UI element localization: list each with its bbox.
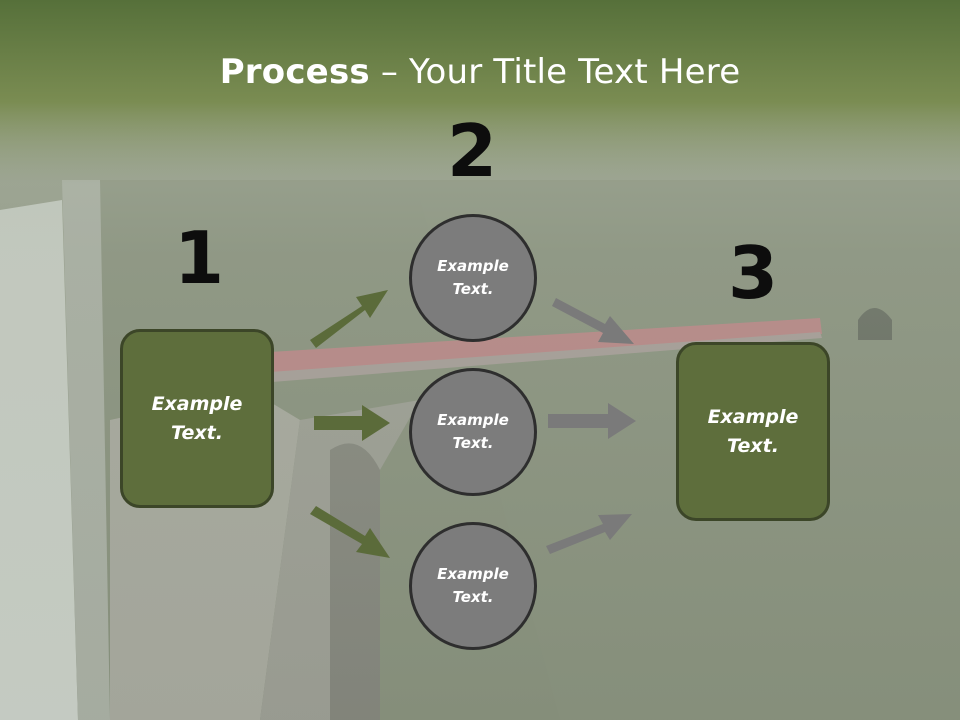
process-circle-2-text: Example Text.	[437, 411, 509, 452]
arrow-gray-down-icon	[552, 298, 634, 344]
arrow-green-up-icon	[310, 290, 388, 348]
step-number-1: 1	[173, 216, 225, 300]
title-bold: Process	[219, 52, 370, 92]
arrow-gray-right-icon	[548, 403, 636, 439]
process-circle-3-text: Example Text.	[437, 565, 509, 606]
arrow-green-right-icon	[314, 405, 390, 441]
step-number-3: 3	[727, 231, 779, 315]
step-box-3-text: Example Text.	[707, 405, 799, 457]
slide-title: Process – Your Title Text Here	[0, 52, 960, 92]
arrow-gray-up-icon	[546, 514, 632, 554]
process-circle-3: Example Text.	[409, 522, 537, 650]
step-number-2: 2	[446, 109, 498, 193]
process-circle-1-text: Example Text.	[437, 257, 509, 298]
process-circle-2: Example Text.	[409, 368, 537, 496]
step-box-3: Example Text.	[676, 342, 830, 521]
process-circle-1: Example Text.	[409, 214, 537, 342]
arrow-green-down-icon	[310, 506, 390, 558]
step-box-1: Example Text.	[120, 329, 274, 508]
step-box-1-text: Example Text.	[151, 392, 243, 444]
title-rest: – Your Title Text Here	[369, 52, 741, 92]
